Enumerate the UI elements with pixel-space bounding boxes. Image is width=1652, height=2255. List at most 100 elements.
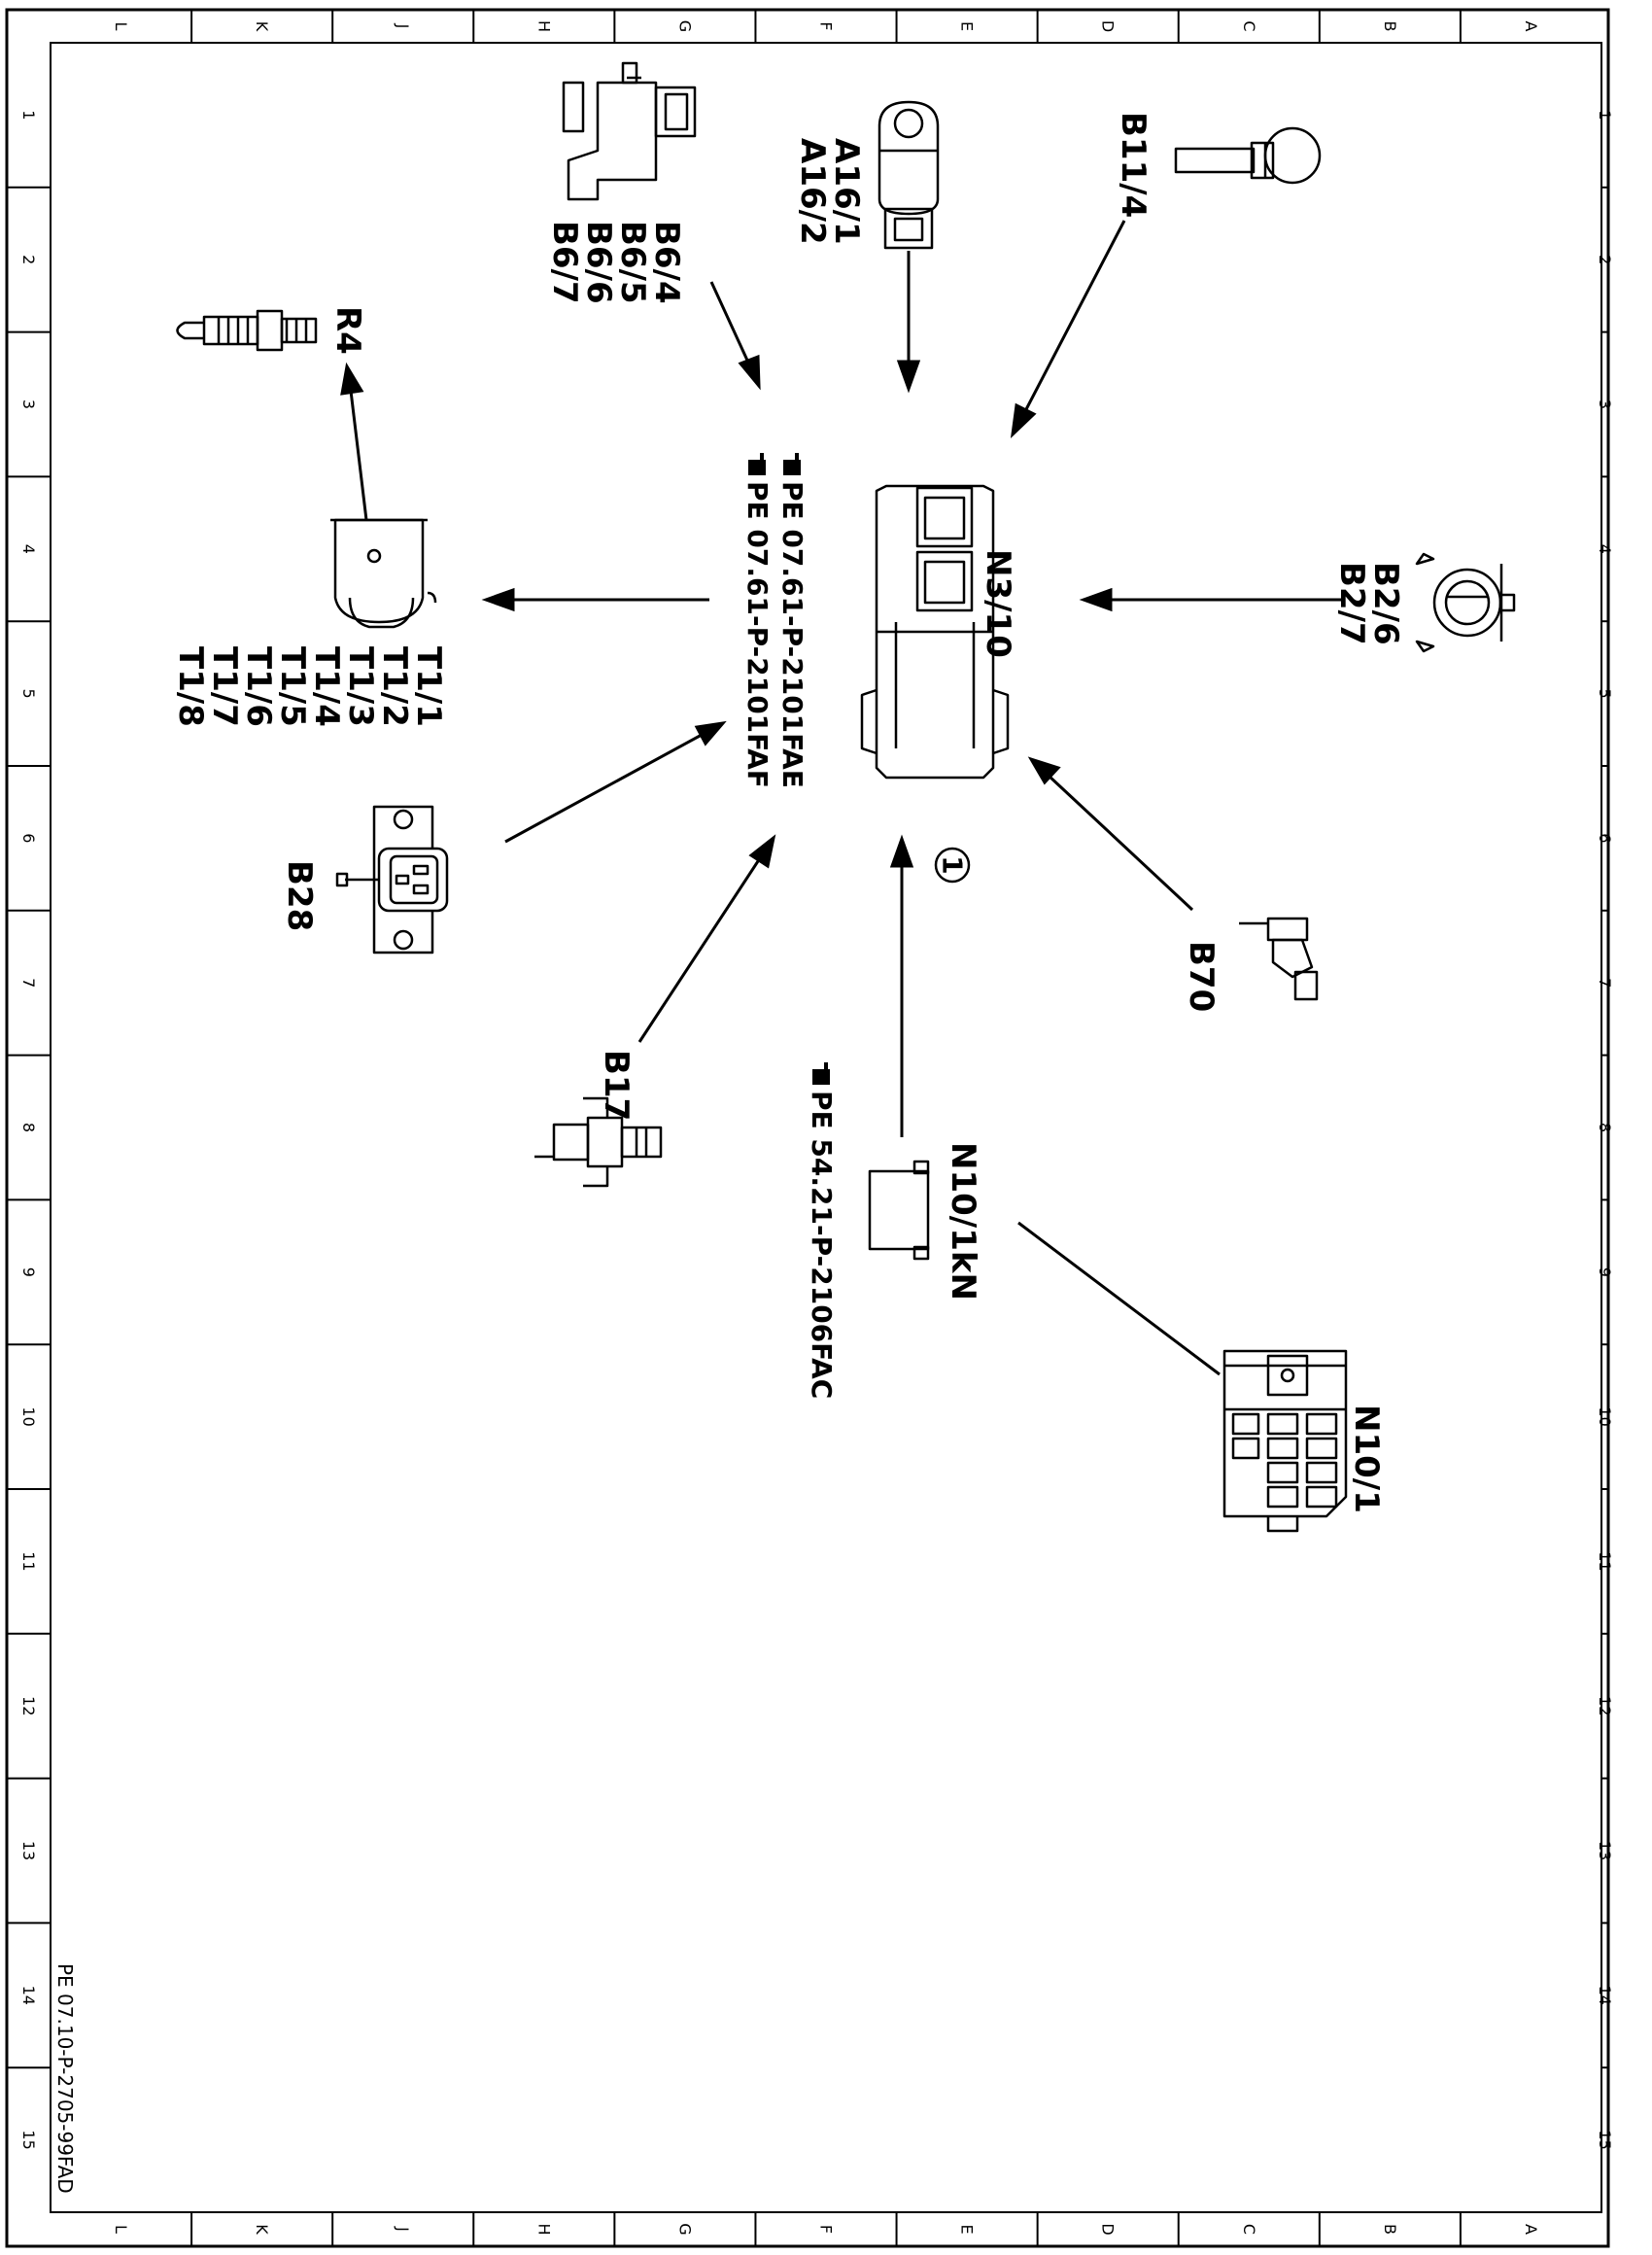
pointing-hand-icon [812, 1062, 830, 1085]
label-b28: B28 [280, 860, 319, 931]
label-oxygen-1: B2/6 [1366, 562, 1405, 645]
grid-row-label: 6 [1596, 833, 1614, 843]
grid-row-label: 2 [19, 255, 38, 264]
grid-column-label: A [1522, 21, 1540, 32]
grid-row-label: 14 [19, 1986, 38, 2005]
label-coil-5: T1/5 [273, 646, 312, 727]
grid-row-label: 15 [1596, 2130, 1614, 2149]
label-knock-2: A16/2 [793, 138, 832, 245]
b70-crankshaft-sensor-icon [1239, 917, 1319, 1001]
grid-column-label: L [112, 2225, 130, 2234]
label-camshaft-3: B6/6 [579, 221, 618, 304]
connection-arrows [340, 220, 1344, 1376]
label-b17: B17 [597, 1050, 636, 1121]
arrow-ecu-to-plug [340, 362, 368, 521]
relay-icon [868, 1160, 930, 1261]
grid-column-label: J [394, 23, 412, 29]
grid-column-label: F [817, 21, 836, 30]
callout-number: 1 [937, 855, 969, 874]
grid-column-label: K [253, 2224, 271, 2235]
grid-row-label: 10 [19, 1406, 38, 1426]
label-coolant: B11/4 [1114, 112, 1153, 218]
component-labels: N3/10 A16/1 A16/2 B11/4 B6/4 B6/5 B6/6 B… [171, 112, 1405, 1513]
sam-connector-icon [1222, 1349, 1348, 1533]
grid-column-label: G [675, 20, 694, 32]
pointing-hand-icon [748, 453, 766, 475]
arrow-coolant-to-ecu [1010, 220, 1126, 439]
grid-column-label: C [1240, 20, 1258, 31]
grid-row-label: 13 [1596, 1841, 1614, 1860]
arrow-oxygen-to-ecu [1079, 587, 1344, 612]
ignition-coil-icon [330, 518, 437, 629]
label-camshaft-4: B6/7 [545, 221, 584, 304]
label-relay: N10/1kN [944, 1142, 982, 1301]
grid-row-label: 10 [1596, 1406, 1614, 1426]
label-oxygen-2: B2/7 [1332, 562, 1371, 645]
grid-row-label: 14 [1596, 1986, 1614, 2005]
arrow-knock-to-ecu [896, 251, 921, 394]
pointing-hand-icon [783, 453, 801, 475]
grid-column-label: D [1099, 2223, 1118, 2235]
ecu-reference-1: PE 07.61-P-2101FAE [776, 481, 809, 788]
camshaft-sensor-icon [562, 61, 697, 201]
coolant-temp-sensor-icon [1174, 126, 1322, 185]
reference-labels: PE 07.61-P-2101FAE PE 07.61-P-2101FAF PE… [741, 481, 838, 1399]
spark-plug-icon [176, 309, 318, 352]
knock-sensor-icon [878, 100, 940, 250]
grid-column-label: A [1522, 2224, 1540, 2235]
label-b70: B70 [1182, 941, 1221, 1012]
label-sam: N10/1 [1347, 1405, 1386, 1513]
label-camshaft-2: B6/5 [613, 221, 652, 304]
grid-row-label: 3 [19, 399, 38, 409]
grid-row-label: 9 [1596, 1267, 1614, 1277]
label-coil-6: T1/6 [239, 646, 278, 727]
line-relay-to-sam [1017, 1221, 1221, 1376]
grid-row-label: 12 [19, 1696, 38, 1716]
grid-column-label: J [394, 2226, 412, 2232]
grid-row-label: 13 [19, 1841, 38, 1860]
grid-column-label: B [1381, 21, 1399, 32]
label-coil-2: T1/2 [375, 646, 414, 727]
arrow-b17-to-ecu [637, 834, 776, 1043]
grid-row-label: 12 [1596, 1696, 1614, 1716]
grid-row-label: 1 [1596, 110, 1614, 120]
grid-column-label: G [675, 2223, 694, 2235]
document-code: PE 07.10-P-2705-99FAD [53, 1963, 77, 2194]
label-coil-4: T1/4 [307, 646, 346, 727]
grid-row-label: 15 [19, 2130, 38, 2149]
b17-intake-air-sensor-icon [534, 1096, 663, 1188]
relay-reference: PE 54.21-P-2106FAC [806, 1091, 838, 1399]
grid-row-label: 4 [1596, 544, 1614, 554]
label-camshaft-1: B6/4 [647, 221, 686, 304]
arrow-ecu-to-coils [481, 587, 709, 612]
grid-column-label: B [1381, 2224, 1399, 2235]
grid-row-label: 5 [1596, 689, 1614, 699]
grid-row-label: 1 [19, 110, 38, 120]
arrow-camshaft-to-ecu [709, 281, 761, 391]
label-ecu: N3/10 [979, 549, 1017, 658]
label-knock-1: A16/1 [827, 138, 866, 245]
outer-frame [5, 8, 1610, 2248]
grid-row-label: 2 [1596, 255, 1614, 264]
b28-pressure-sensor-icon [335, 805, 449, 954]
grid-row-label: 6 [19, 833, 38, 843]
grid-row-label: 8 [1596, 1123, 1614, 1132]
grid-column-label: C [1240, 2224, 1258, 2235]
ecu-module-icon [860, 484, 1010, 780]
callout-1: 1 [934, 847, 971, 884]
label-coil-7: T1/7 [205, 646, 244, 727]
ecu-reference-2: PE 07.61-P-2101FAF [741, 481, 774, 788]
grid-row-label: 9 [19, 1267, 38, 1277]
grid-row-label: 5 [19, 689, 38, 699]
oxygen-sensor-icon [1415, 552, 1516, 653]
inner-frame [50, 42, 1602, 2213]
grid-row-label: 4 [19, 544, 38, 554]
grid-column-label: F [817, 2225, 836, 2234]
grid-row-label: 8 [19, 1123, 38, 1132]
ref-marker-icons [748, 453, 830, 1085]
grid-row-label: 7 [1596, 978, 1614, 988]
grid-row-label: 11 [1596, 1551, 1614, 1571]
grid-column-label: H [534, 20, 553, 32]
grid-row-label: 7 [19, 978, 38, 988]
